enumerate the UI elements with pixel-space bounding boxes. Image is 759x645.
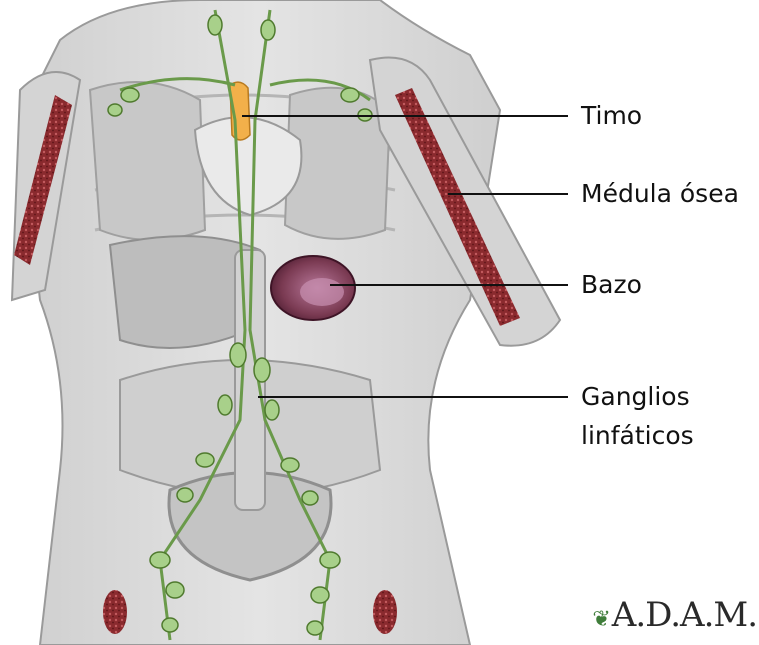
label-spleen: Bazo — [581, 270, 642, 300]
label-lymph-nodes-line2: linfáticos — [581, 421, 694, 451]
adam-logo: ❦A.D.A.M. — [592, 595, 757, 635]
label-bone-marrow: Médula ósea — [581, 179, 739, 209]
label-lymph-nodes-line1: Ganglios — [581, 382, 690, 412]
label-thymus: Timo — [581, 101, 642, 131]
spleen-organ — [271, 256, 355, 320]
leaf-icon: ❦ — [592, 607, 609, 632]
logo-text: A.D.A.M. — [612, 595, 757, 635]
